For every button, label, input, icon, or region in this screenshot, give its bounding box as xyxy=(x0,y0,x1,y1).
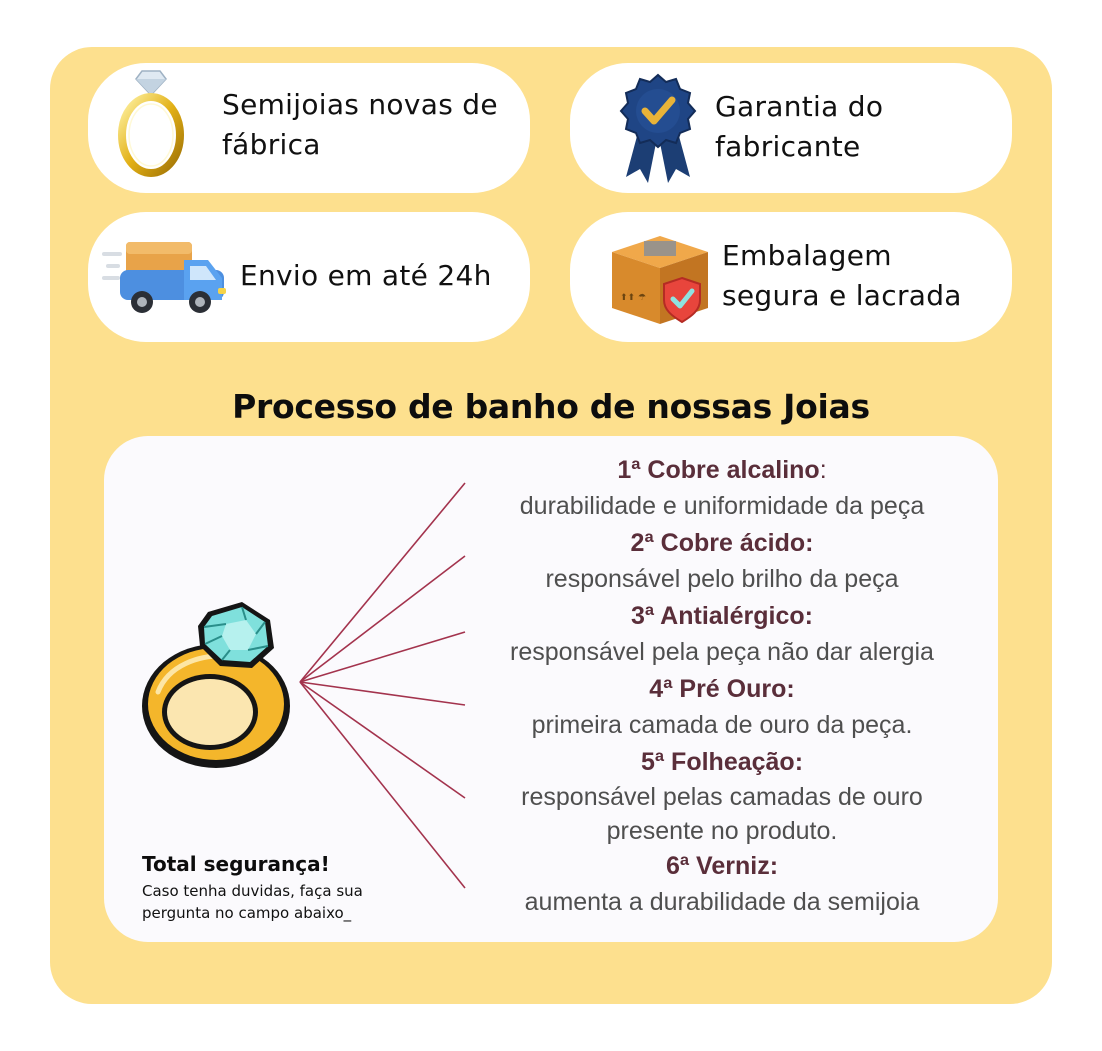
plating-step: 3ª Antialérgico: responsável pela peça n… xyxy=(510,602,934,666)
feature-card-packaging: ⬆⬆ ☂ Embalagem segura e lacrada xyxy=(570,212,1012,342)
feature-label: Embalagem segura e lacrada xyxy=(722,239,962,312)
feature-label: Semijoias novas de fábrica xyxy=(222,88,498,161)
section-title: Processo de banho de nossas Joias xyxy=(232,387,870,426)
safety-text: Caso tenha duvidas, faça sua pergunta no… xyxy=(142,882,363,922)
sealed-box-icon: ⬆⬆ ☂ xyxy=(606,228,714,328)
plating-step: 5ª Folheação: responsável pelas camadas … xyxy=(521,748,923,845)
feature-label: Envio em até 24h xyxy=(240,259,492,292)
feature-card-warranty: Garantia do fabricante xyxy=(570,63,1012,193)
plating-process-card: 1ª Cobre alcalino: durabilidade e unifor… xyxy=(104,436,998,942)
plating-step: 4ª Pré Ouro: primeira camada de ouro da … xyxy=(531,675,913,739)
feature-card-shipping: Envio em até 24h xyxy=(88,212,530,342)
feature-label: Garantia do fabricante xyxy=(715,90,884,163)
connector-lines xyxy=(299,482,466,889)
safety-note: Total segurança! Caso tenha duvidas, faç… xyxy=(142,850,432,924)
plating-step: 2ª Cobre ácido: responsável pelo brilho … xyxy=(545,529,899,593)
plating-step: 6ª Verniz: aumenta a durabilidade da sem… xyxy=(524,852,920,916)
plating-step: 1ª Cobre alcalino: durabilidade e unifor… xyxy=(519,456,925,520)
svg-text:⬆⬆ ☂: ⬆⬆ ☂ xyxy=(620,293,646,303)
delivery-truck-icon xyxy=(100,238,230,318)
safety-title: Total segurança! xyxy=(142,852,330,876)
award-ribbon-icon xyxy=(618,73,698,185)
ring-illustration-icon xyxy=(138,596,308,776)
gold-ring-icon xyxy=(116,67,186,181)
plating-steps-list: 1ª Cobre alcalino: durabilidade e unifor… xyxy=(452,452,992,921)
feature-card-new-jewelry: Semijoias novas de fábrica xyxy=(88,63,530,193)
